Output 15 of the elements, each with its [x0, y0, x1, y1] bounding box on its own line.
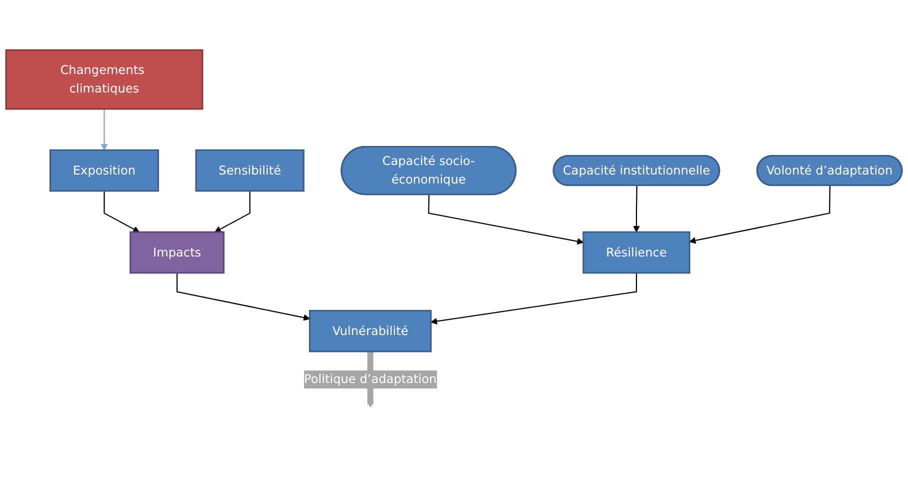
arrow: [430, 273, 638, 325]
node-box: Impacts: [130, 232, 225, 274]
edge-label: Politique d’adaptation: [304, 372, 437, 387]
arrow: [633, 186, 640, 233]
node-box: Vulnérabilité: [309, 310, 432, 353]
arrow: [104, 191, 140, 233]
node-box: Résilience: [582, 232, 690, 274]
arrow: [428, 195, 584, 246]
node-box: Changements climatiques: [5, 50, 204, 110]
arrow: [214, 191, 250, 233]
arrow: [176, 273, 310, 322]
arrow: [100, 109, 108, 151]
node-box: Exposition: [50, 150, 159, 192]
node-box: Sensibilité: [195, 150, 304, 192]
arrow: [689, 186, 830, 244]
